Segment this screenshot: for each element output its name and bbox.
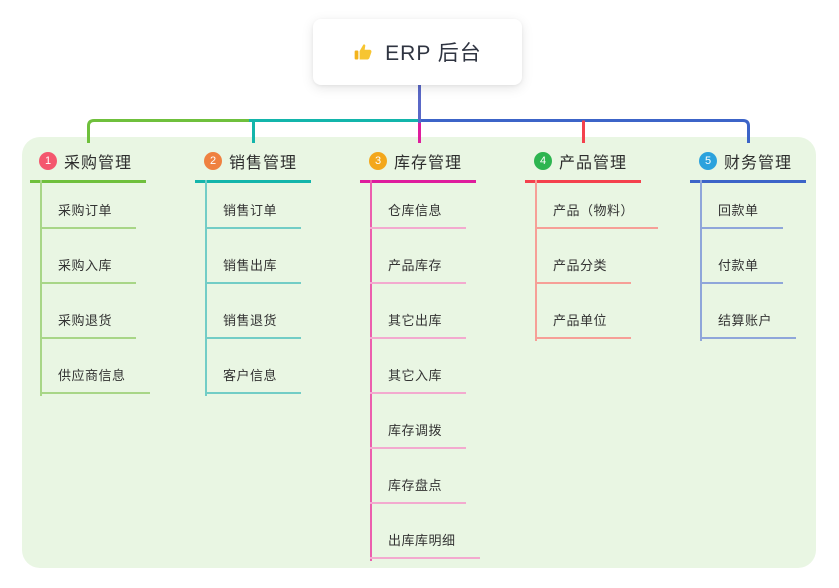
child-node[interactable]: 回款单 bbox=[700, 202, 783, 229]
child-node[interactable]: 销售出库 bbox=[205, 257, 302, 284]
child-node[interactable]: 其它出库 bbox=[370, 312, 467, 339]
branch-number-badge: 1 bbox=[39, 152, 57, 170]
branch-header[interactable]: 2 销售管理 bbox=[195, 149, 311, 183]
child-node[interactable]: 库存调拨 bbox=[370, 422, 467, 449]
child-node[interactable]: 供应商信息 bbox=[40, 367, 150, 394]
branch-stem-line bbox=[700, 180, 702, 341]
branch-header[interactable]: 1 采购管理 bbox=[30, 149, 146, 183]
branch-label: 库存管理 bbox=[394, 155, 463, 172]
child-node[interactable]: 产品库存 bbox=[370, 257, 467, 284]
child-node[interactable]: 销售订单 bbox=[205, 202, 302, 229]
branch-label: 采购管理 bbox=[64, 155, 133, 172]
child-node[interactable]: 采购退货 bbox=[40, 312, 137, 339]
child-node[interactable]: 付款单 bbox=[700, 257, 783, 284]
root-title: ERP 后台 bbox=[385, 42, 482, 65]
child-node[interactable]: 结算账户 bbox=[700, 312, 797, 339]
branch-header[interactable]: 4 产品管理 bbox=[525, 149, 641, 183]
root-node[interactable]: ERP 后台 bbox=[313, 19, 522, 85]
branch-stem-line bbox=[40, 180, 42, 396]
child-node[interactable]: 客户信息 bbox=[205, 367, 302, 394]
branch-number-badge: 3 bbox=[369, 152, 387, 170]
child-node[interactable]: 采购入库 bbox=[40, 257, 137, 284]
branch-stem-line bbox=[535, 180, 537, 341]
background-panel bbox=[22, 137, 816, 568]
child-node[interactable]: 库存盘点 bbox=[370, 477, 467, 504]
child-node[interactable]: 其它入库 bbox=[370, 367, 467, 394]
child-node[interactable]: 出库库明细 bbox=[370, 532, 480, 559]
branch-label: 产品管理 bbox=[559, 155, 628, 172]
branch-number-badge: 2 bbox=[204, 152, 222, 170]
child-node[interactable]: 产品分类 bbox=[535, 257, 632, 284]
branch-stem-line bbox=[205, 180, 207, 396]
branch-header[interactable]: 5 财务管理 bbox=[690, 149, 806, 183]
branch-label: 销售管理 bbox=[229, 155, 298, 172]
child-node[interactable]: 仓库信息 bbox=[370, 202, 467, 229]
child-node[interactable]: 产品单位 bbox=[535, 312, 632, 339]
branch-label: 财务管理 bbox=[724, 155, 793, 172]
thumbs-up-icon bbox=[354, 44, 372, 60]
child-node[interactable]: 采购订单 bbox=[40, 202, 137, 229]
branch-stem-line bbox=[370, 180, 372, 561]
child-node[interactable]: 销售退货 bbox=[205, 312, 302, 339]
child-node[interactable]: 产品（物料） bbox=[535, 202, 659, 229]
branch-number-badge: 4 bbox=[534, 152, 552, 170]
branch-number-badge: 5 bbox=[699, 152, 717, 170]
branch-header[interactable]: 3 库存管理 bbox=[360, 149, 476, 183]
